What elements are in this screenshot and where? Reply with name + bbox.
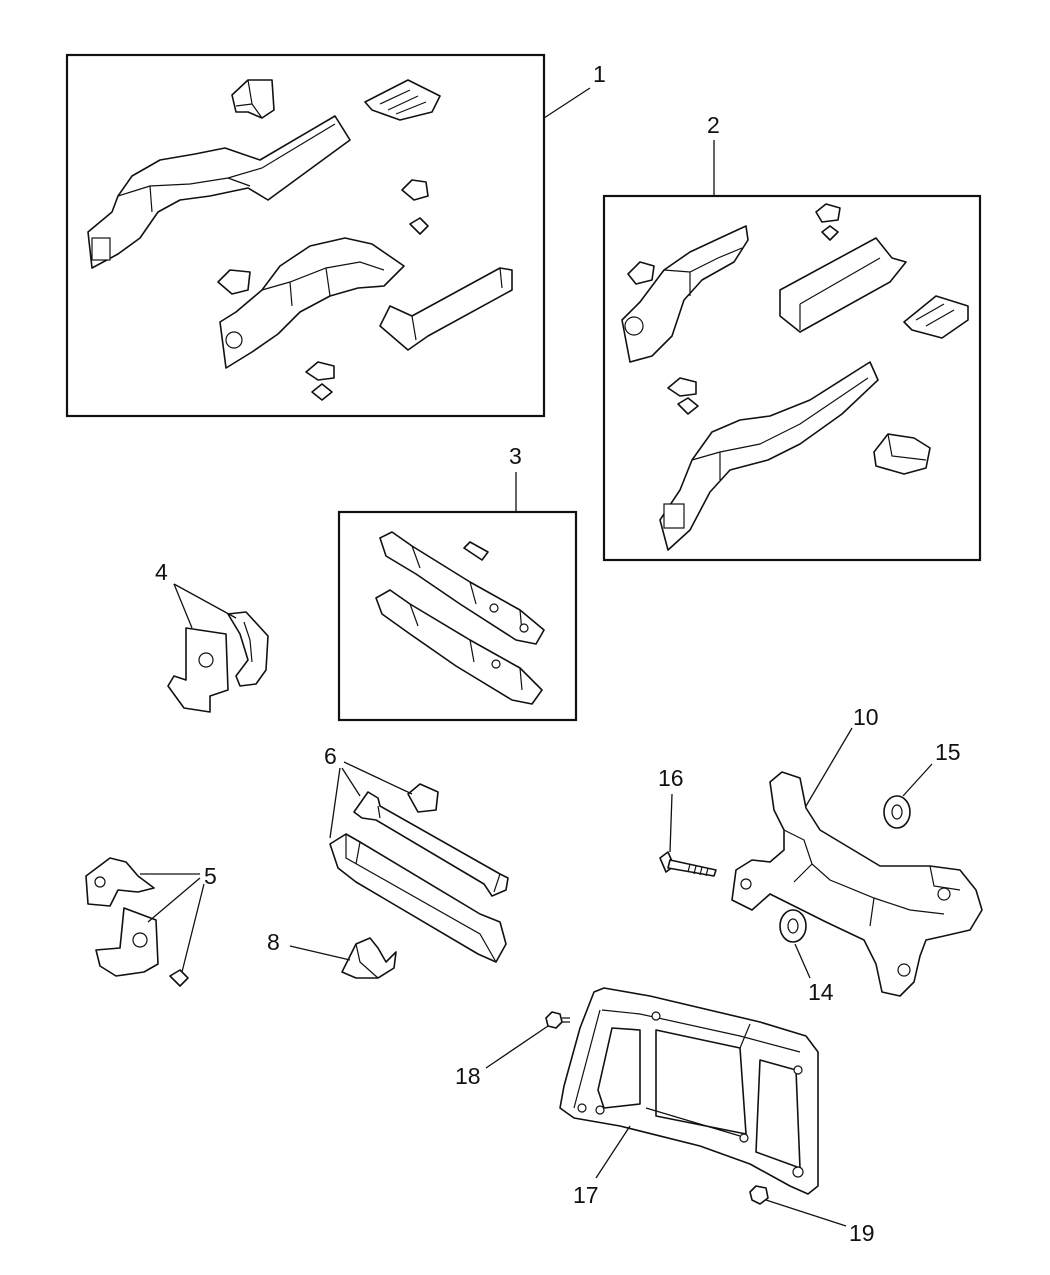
callout-4: 4 <box>155 559 168 585</box>
part-15-bushing: 15 <box>883 739 961 829</box>
callout-10: 10 <box>853 704 879 730</box>
group-1-rail-rear <box>379 267 513 351</box>
callout-8: 8 <box>267 929 280 955</box>
callout-18: 18 <box>455 1063 481 1089</box>
leader-1 <box>543 87 591 119</box>
callout-19: 19 <box>849 1220 875 1246</box>
group-1-step-plate <box>364 79 441 121</box>
group-1-clip-b <box>409 217 429 235</box>
group-3-rail-lower <box>375 589 543 705</box>
group-2-rail-upper <box>621 225 749 363</box>
part-6-member-lower <box>329 833 507 963</box>
leader-5b <box>147 877 201 923</box>
part-4-bracket-right <box>227 611 269 687</box>
group-1-box <box>65 53 546 418</box>
callout-16: 16 <box>658 765 684 791</box>
group-2-bracket-small <box>627 261 655 285</box>
group-3-crossmember-kit: 3 <box>337 443 578 722</box>
group-2-frame-rail-kit-right: 2 <box>602 112 982 562</box>
group-2-clip-b <box>821 225 839 241</box>
leader-4a <box>173 583 193 629</box>
leader-18 <box>485 1025 549 1069</box>
leader-4b <box>173 583 237 619</box>
leader-8 <box>289 945 351 961</box>
part-6-bracket-small <box>407 783 439 813</box>
callout-1: 1 <box>593 61 606 87</box>
part-5-clip <box>169 969 189 987</box>
leader-16 <box>669 793 673 853</box>
group-1-clip-c <box>305 361 335 381</box>
group-2-bracket-lower <box>873 433 931 475</box>
callout-2: 2 <box>707 112 720 138</box>
group-1-bracket-upper <box>231 79 275 119</box>
callout-3: 3 <box>509 443 522 469</box>
leader-10 <box>805 727 853 807</box>
leader-14 <box>794 943 811 979</box>
callout-14: 14 <box>808 979 834 1005</box>
group-1-rail-lower <box>219 237 405 369</box>
group-2-clip-c <box>667 377 697 397</box>
part-6-member-upper <box>353 791 509 897</box>
group-2-rail-rear <box>779 237 907 333</box>
group-1-frame-rail-kit-left: 1 <box>65 53 606 418</box>
group-2-clip-d <box>677 397 699 415</box>
part-10-front-crossmember: 10 <box>731 704 983 997</box>
part-14-bushing: 14 <box>779 909 834 1005</box>
group-3-box <box>337 510 578 722</box>
part-5-brackets: 5 <box>85 857 217 987</box>
group-2-step-plate <box>903 295 969 339</box>
group-2-box <box>602 194 982 562</box>
group-1-bracket-lower <box>217 269 251 295</box>
group-2-rail-lower <box>659 361 879 551</box>
group-1-rail-upper <box>87 115 351 269</box>
part-17-skid-plate: 17 <box>559 987 819 1208</box>
group-1-clip-a <box>401 179 429 201</box>
part-4-bracket-left <box>167 627 229 713</box>
leader-19 <box>765 1199 847 1227</box>
part-19-nut: 19 <box>749 1185 875 1246</box>
part-18-nut: 18 <box>455 1011 570 1089</box>
group-3-clip <box>463 541 489 561</box>
leader-5c <box>181 883 205 973</box>
group-1-clip-d <box>311 383 333 401</box>
callout-5: 5 <box>204 863 217 889</box>
leader-15 <box>902 763 933 797</box>
callout-6: 6 <box>324 743 337 769</box>
group-2-clip-a <box>815 203 841 223</box>
leader-17 <box>595 1125 631 1179</box>
group-3-rail-upper <box>379 531 545 645</box>
part-6-crossmembers: 6 <box>324 743 509 963</box>
leader-6c <box>343 761 413 795</box>
leader-6b <box>341 767 361 797</box>
callout-17: 17 <box>573 1182 599 1208</box>
part-5-bracket-lower <box>95 907 159 977</box>
part-8-bracket: 8 <box>267 929 397 979</box>
callout-15: 15 <box>935 739 961 765</box>
part-4-brackets: 4 <box>155 559 269 713</box>
leader-6a <box>329 767 341 839</box>
part-16-bolt: 16 <box>658 765 717 877</box>
part-5-bracket-upper <box>85 857 155 907</box>
